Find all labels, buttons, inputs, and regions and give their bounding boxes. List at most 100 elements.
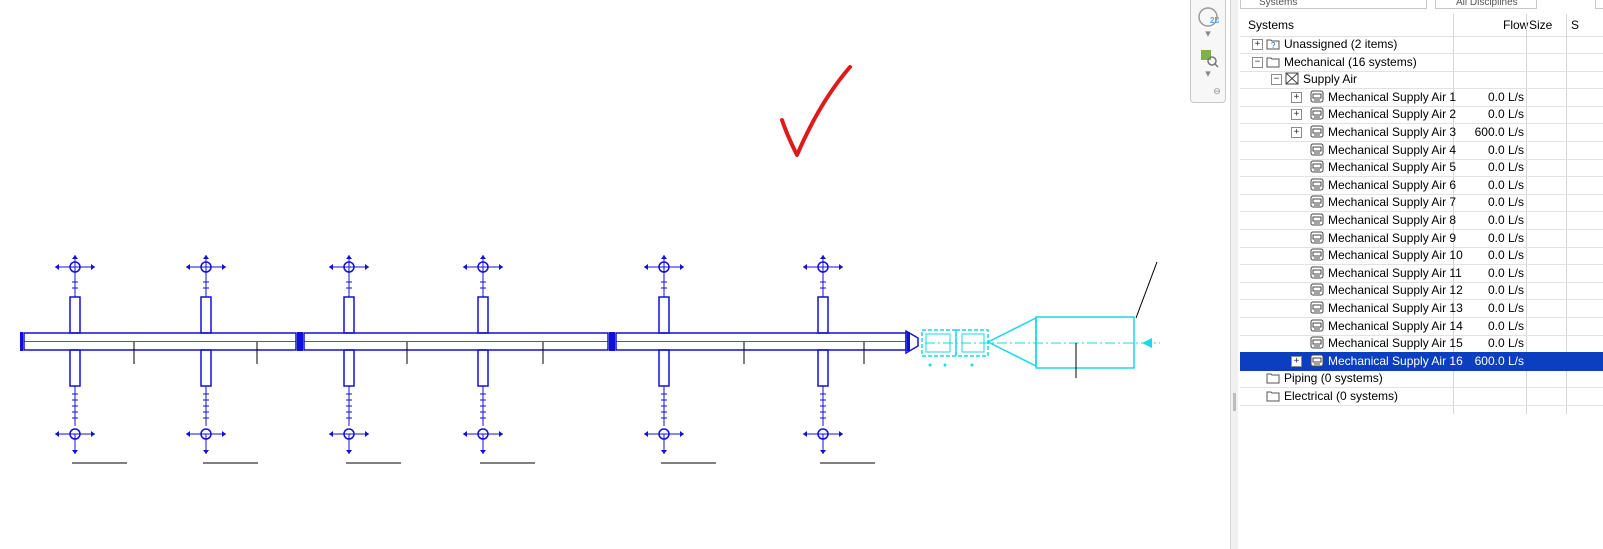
view-cube-2d-icon[interactable]: 2D (1197, 6, 1220, 28)
folder-icon (1266, 371, 1280, 384)
branch-duct (658, 296, 670, 334)
tree-row[interactable]: + Mechanical Supply Air 3 600.0 L/s (1240, 123, 1603, 142)
column-extra[interactable]: S (1571, 18, 1580, 32)
minimize-icon[interactable]: ⊖ (1213, 86, 1221, 96)
systems-filter-dropdown[interactable]: Systems (1240, 0, 1427, 9)
branch-top (343, 275, 355, 334)
column-systems[interactable]: Systems (1248, 18, 1295, 32)
tree-row[interactable]: Piping (0 systems) (1240, 369, 1603, 389)
diffuser-arrows (55, 431, 95, 454)
tree-row[interactable]: − Mechanical (16 systems) (1240, 53, 1603, 72)
tree-row-label: Mechanical Supply Air 3 (1328, 125, 1457, 139)
branch-top (817, 275, 829, 334)
duct-system-icon (1310, 178, 1324, 191)
column-divider (1526, 14, 1527, 414)
tree-row-label: Mechanical Supply Air 10 (1328, 248, 1463, 263)
unknown-icon: ? (1266, 37, 1280, 50)
tree-row-label: Mechanical Supply Air 7 (1328, 195, 1457, 210)
collapse-icon[interactable]: − (1271, 74, 1282, 86)
branch-bottom (644, 349, 684, 454)
branch-bottom (463, 349, 503, 454)
branch-duct (69, 296, 81, 334)
expand-icon[interactable]: + (1252, 39, 1263, 50)
grip (970, 363, 974, 367)
duct-system-icon (1310, 336, 1324, 349)
tree-row[interactable]: +? Unassigned (2 items) (1240, 35, 1603, 54)
svg-text:2D: 2D (1210, 16, 1219, 25)
chevron-down-icon[interactable]: ▾ (1205, 68, 1211, 80)
chevron-down-icon[interactable]: ▾ (1205, 28, 1211, 40)
tree-row-label: Mechanical Supply Air 16 (1328, 353, 1463, 368)
branch-duct (817, 349, 829, 387)
duct-system-icon (1310, 354, 1324, 367)
diffuser-arrows (644, 431, 684, 454)
expand-icon[interactable]: + (1291, 109, 1302, 121)
zoom-icon[interactable] (1197, 46, 1219, 68)
tree-row-label: Mechanical Supply Air 5 (1328, 160, 1457, 175)
duct-system-icon (1310, 213, 1324, 226)
tree-row[interactable]: −Supply Air (1240, 70, 1603, 90)
expand-icon[interactable]: + (1291, 91, 1302, 103)
tree-row-flow: 0.0 L/s (1487, 89, 1524, 104)
system-browser: Systems All Disciplines Systems Flow Siz… (1240, 0, 1603, 549)
splitter-grip[interactable] (1233, 393, 1236, 411)
duct-transition (905, 329, 919, 355)
tree-row-flow: 600.0 L/s (1474, 125, 1524, 139)
diffuser (463, 255, 503, 279)
svg-text:?: ? (1271, 41, 1276, 50)
diffuser-arrows (463, 431, 503, 454)
diffuser (186, 255, 226, 279)
duct-layout-drawing[interactable] (0, 0, 1200, 549)
duct-system-icon (1310, 283, 1324, 296)
tree-row-label: Unassigned (2 items) (1284, 37, 1398, 51)
diffuser (644, 255, 684, 279)
duct-flange (907, 332, 910, 351)
diffuser-arrows (186, 431, 226, 454)
tree-row-flow: 0.0 L/s (1487, 318, 1524, 333)
branch-bottom (329, 349, 369, 454)
drawing-canvas[interactable] (0, 0, 1200, 549)
column-flow[interactable]: Flow (1503, 18, 1529, 32)
diffuser (55, 255, 95, 279)
branch-bottom (803, 349, 843, 454)
discipline-filter-dropdown[interactable]: All Disciplines (1435, 0, 1537, 9)
branch-bottom (186, 349, 226, 454)
expand-icon[interactable]: + (1291, 127, 1302, 138)
unit-transition (986, 316, 1037, 368)
diffuser-arrows (55, 255, 95, 270)
diffuser-arrows (186, 255, 226, 270)
branch-duct (200, 349, 212, 387)
tree-row[interactable]: Electrical (0 systems) (1240, 387, 1603, 406)
tree-row-label: Mechanical Supply Air 2 (1328, 107, 1457, 122)
duct-system-icon (1310, 195, 1324, 208)
filter-extra[interactable] (1595, 0, 1603, 9)
diffuser-arrows (463, 255, 503, 270)
duct-flange (297, 332, 300, 351)
collapse-icon[interactable]: − (1252, 56, 1263, 68)
duct-flange (20, 332, 23, 351)
grip (928, 363, 932, 367)
branch-bottom (55, 349, 95, 454)
expand-icon[interactable]: + (1291, 355, 1302, 367)
panel-splitter[interactable] (1230, 0, 1238, 549)
tree-row-label: Mechanical Supply Air 6 (1328, 177, 1457, 192)
diffuser-arrows (329, 431, 369, 454)
column-size[interactable]: Size (1529, 18, 1553, 32)
tree-row-label: Mechanical (16 systems) (1284, 54, 1417, 69)
checkmark-icon (780, 65, 852, 157)
